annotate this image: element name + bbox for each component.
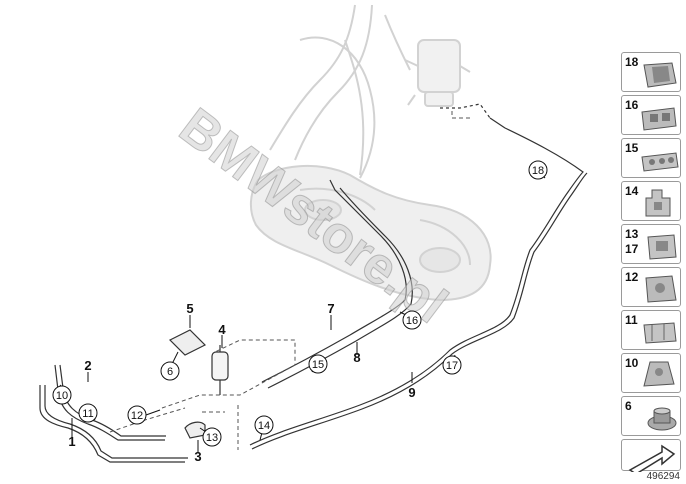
- svg-text:10: 10: [56, 390, 68, 402]
- sidebar-part-number: 11: [625, 313, 638, 327]
- svg-text:14: 14: [258, 420, 270, 432]
- line-2b: [59, 364, 166, 437]
- svg-text:17: 17: [446, 360, 458, 372]
- line-9: [249, 117, 584, 446]
- sidebar-part-number: 18: [625, 55, 639, 69]
- sidebar-part-number: 10: [625, 356, 639, 370]
- callout-4: 4: [218, 322, 226, 337]
- clip-14-icon: [645, 189, 671, 217]
- circled-callout-15: 15: [308, 354, 328, 374]
- clip-12-icon: [645, 275, 677, 303]
- circled-callout-13: 13: [202, 427, 222, 447]
- sidebar-part-18: 18: [621, 52, 681, 92]
- sidebar-part-number: 12: [625, 270, 639, 284]
- callout-1: 1: [68, 434, 75, 449]
- clip-10-icon: [643, 361, 675, 387]
- sidebar-part-10: 10: [621, 353, 681, 393]
- nut-6-icon: [647, 407, 677, 431]
- sidebar-part-14: 14: [621, 181, 681, 221]
- sidebar-part-number: 14: [625, 184, 639, 198]
- clip-13-17-icon: [647, 234, 677, 260]
- circled-callout-14: 14: [254, 415, 274, 435]
- circled-callout-6: 6: [160, 361, 180, 381]
- sidebar-part-number: 6: [625, 399, 632, 413]
- sidebar-part-6: 6: [621, 396, 681, 436]
- sidebar-part-16: 16: [621, 95, 681, 135]
- line-1b: [44, 385, 188, 459]
- clip-15-icon: [641, 152, 679, 172]
- sidebar-part-number: 15: [625, 141, 639, 155]
- line-1: [39, 385, 185, 463]
- sidebar-part-11: 11: [621, 310, 681, 350]
- svg-text:13: 13: [206, 432, 218, 444]
- circled-callout-18: 18: [528, 160, 548, 180]
- circled-callout-17: 17: [442, 355, 462, 375]
- clip-11-icon: [643, 322, 677, 344]
- clip-18-icon: [643, 62, 677, 88]
- svg-text:12: 12: [131, 410, 143, 422]
- svg-text:16: 16: [406, 315, 418, 327]
- callout-7: 7: [327, 301, 334, 316]
- callout-2: 2: [84, 358, 91, 373]
- circled-callout-16: 16: [402, 310, 422, 330]
- svg-text:11: 11: [82, 408, 93, 420]
- svg-text:15: 15: [312, 359, 324, 371]
- svg-text:6: 6: [167, 366, 173, 378]
- line-9b: [251, 172, 588, 450]
- catalog-number: 496294: [646, 471, 680, 482]
- sidebar-part-15: 15: [621, 138, 681, 178]
- arrow-direction-icon: [628, 444, 676, 472]
- callout-3: 3: [194, 449, 201, 464]
- circled-callout-12: 12: [127, 405, 147, 425]
- ghost-components: [250, 4, 492, 302]
- callout-5: 5: [186, 301, 193, 316]
- fuel-lines: [39, 103, 588, 463]
- circled-callout-11: 11: [78, 403, 98, 423]
- sidebar-part-number: 13: [625, 227, 639, 241]
- circled-callout-10: 10: [52, 385, 72, 405]
- sidebar-part-number: 17: [625, 242, 639, 256]
- callout-8: 8: [353, 350, 360, 365]
- sidebar-part-number: 16: [625, 98, 639, 112]
- clip-16-icon: [641, 107, 677, 131]
- sidebar-part-12: 12: [621, 267, 681, 307]
- line-7: [261, 179, 407, 383]
- callout-9: 9: [408, 385, 415, 400]
- sidebar-part-direction: [621, 439, 681, 472]
- svg-text:18: 18: [532, 165, 544, 177]
